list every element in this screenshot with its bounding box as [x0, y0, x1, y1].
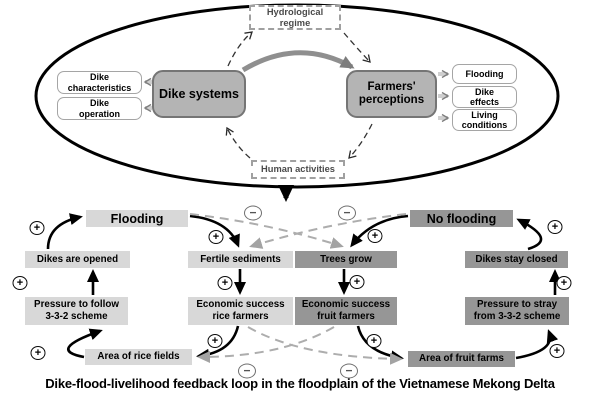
econ-rice-label: Economic success rice farmers — [196, 299, 285, 322]
sign-plus-badge: + — [549, 344, 565, 358]
sign-minus-badge: − — [338, 205, 356, 221]
trees-grow-box: Trees grow — [295, 251, 397, 268]
sign-plus-badge: + — [366, 334, 382, 348]
arrow-human-activities-to-dike-systems — [225, 126, 251, 159]
dike-characteristics-label: Dike characteristics — [67, 72, 132, 93]
sign-minus-badge: − — [244, 205, 262, 221]
farmers-perceptions-box: Farmers' perceptions — [346, 70, 437, 118]
trees-grow-label: Trees grow — [320, 253, 372, 265]
arrow-no-flooding-to-fertile-negative — [249, 213, 407, 249]
sign-plus-badge: + — [208, 230, 224, 244]
econ-fruit-label: Economic success fruit farmers — [301, 299, 391, 322]
living-conditions-box: Living conditions — [452, 109, 517, 131]
sign-plus-badge: + — [30, 346, 46, 360]
sign-plus-badge: + — [12, 276, 28, 290]
flooding-label: Flooding — [110, 211, 164, 226]
pressure-stray-box: Pressure to stray from 3-3-2 scheme — [465, 297, 569, 325]
arrow-econ-fruit-to-area-rice-negative — [197, 326, 335, 363]
pressure-follow-label: Pressure to follow 3-3-2 scheme — [34, 299, 119, 322]
arrow-dikes-closed-to-no-flooding — [516, 218, 543, 251]
arrow-flooding-to-fertile-sediments — [189, 214, 240, 248]
dike-characteristics-box: Dike characteristics — [57, 71, 142, 94]
arrow-area-fruit-to-pressure-stray — [515, 329, 559, 360]
econ-fruit-box: Economic success fruit farmers — [295, 297, 397, 325]
area-fruit-box: Area of fruit farms — [408, 351, 515, 367]
fertile-sediments-label: Fertile sediments — [200, 253, 281, 265]
sign-minus-badge: − — [238, 363, 256, 379]
dikes-are-opened-label: Dikes are opened — [36, 253, 119, 265]
farmers-perceptions-label: Farmers' perceptions — [358, 80, 425, 106]
human-activities-box: Human activities — [251, 160, 345, 179]
hydrological-regime-label: Hydrological regime — [266, 7, 324, 28]
dikes-are-opened-box: Dikes are opened — [25, 251, 130, 268]
arrow-dike-systems-to-farmers-perceptions — [241, 50, 355, 73]
sign-plus-badge: + — [349, 275, 365, 289]
living-conditions-label: Living conditions — [461, 109, 508, 130]
dike-systems-box: Dike systems — [152, 70, 246, 118]
pressure-follow-box: Pressure to follow 3-3-2 scheme — [25, 297, 128, 325]
human-activities-label: Human activities — [261, 164, 335, 175]
flooding-perception-box: Flooding — [452, 64, 517, 84]
area-rice-label: Area of rice fields — [97, 351, 180, 363]
no-flooding-box: No flooding — [410, 210, 513, 227]
dike-operation-label: Dike operation — [78, 98, 120, 119]
sign-minus-badge: − — [340, 363, 358, 379]
sign-plus-badge: + — [556, 276, 572, 290]
arrow-no-flooding-to-trees-grow — [350, 214, 409, 248]
dike-effects-label: Dike effects — [469, 86, 499, 107]
area-fruit-label: Area of fruit farms — [419, 353, 504, 365]
dike-systems-label: Dike systems — [159, 87, 239, 101]
arrow-dike-systems-to-hydrological-regime — [227, 31, 253, 67]
arrow-hydrological-regime-to-farmers-perceptions — [343, 32, 371, 63]
figure-caption: Dike-flood-livelihood feedback loop in t… — [45, 376, 555, 391]
arrow-flooding-to-trees-grow-negative — [189, 213, 344, 249]
sign-plus-badge: + — [207, 334, 223, 348]
no-flooding-label: No flooding — [426, 211, 497, 226]
sign-plus-badge: + — [547, 220, 563, 234]
flooding-box: Flooding — [86, 210, 188, 227]
flooding-perception-label: Flooding — [465, 68, 504, 79]
dike-operation-box: Dike operation — [57, 97, 142, 120]
arrow-farmers-perceptions-to-human-activities — [348, 123, 373, 159]
area-rice-box: Area of rice fields — [85, 349, 192, 365]
econ-rice-box: Economic success rice farmers — [188, 297, 293, 325]
hydrological-regime-box: Hydrological regime — [249, 5, 341, 30]
pressure-stray-label: Pressure to stray from 3-3-2 scheme — [473, 299, 561, 322]
arrow-dikes-opened-to-flooding — [46, 213, 83, 250]
fertile-sediments-box: Fertile sediments — [188, 251, 293, 268]
arrow-area-rice-to-pressure-follow — [67, 328, 103, 359]
sign-plus-badge: + — [29, 221, 45, 235]
sign-plus-badge: + — [367, 229, 383, 243]
arrow-econ-rice-to-area-fruit-negative — [247, 326, 403, 365]
sign-plus-badge: + — [217, 276, 233, 290]
dikes-stay-closed-label: Dikes stay closed — [475, 253, 558, 265]
dikes-stay-closed-box: Dikes stay closed — [465, 251, 568, 268]
dike-effects-box: Dike effects — [452, 86, 517, 108]
